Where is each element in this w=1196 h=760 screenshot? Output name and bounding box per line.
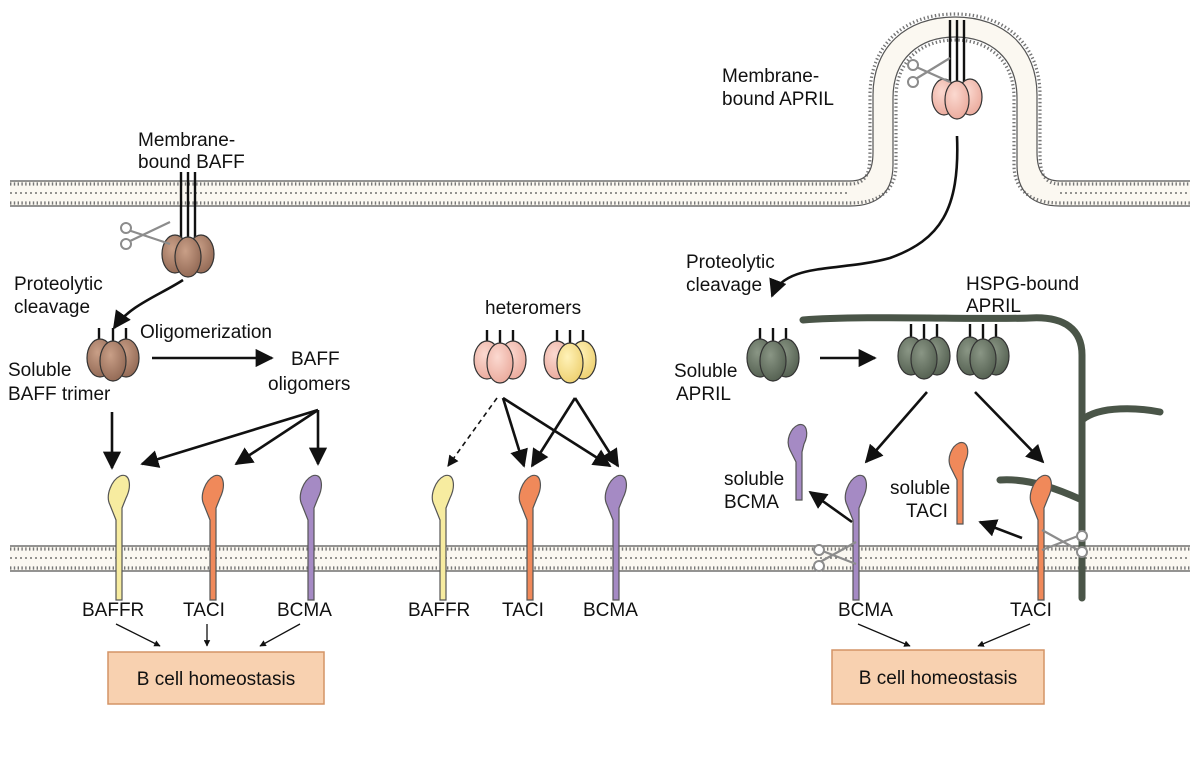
soluble-taci-fragment	[948, 441, 969, 525]
receptor-label-bcma-left: BCMA	[277, 600, 332, 621]
box-b-cell-homeostasis-right	[831, 649, 1045, 705]
label-proteolytic-left-1: Proteolytic	[14, 274, 103, 295]
label-proteolytic-right-2: cleavage	[686, 275, 762, 296]
label-oligomerization: Oligomerization	[140, 322, 272, 343]
arrow-taci-to-box-right	[977, 623, 1031, 647]
arrow-baff-cleavage	[112, 278, 184, 330]
soluble-bcma-fragment	[787, 423, 808, 501]
hspg-bound-april-trimer-1	[897, 324, 951, 380]
label-membrane-bound-baff-2: bound BAFF	[138, 152, 245, 173]
arrow-hspg-to-taci	[974, 391, 1045, 464]
bottom-membrane	[10, 545, 1190, 572]
heteromer-pink-trimer	[473, 330, 527, 384]
label-soluble-april-2: APRIL	[676, 384, 731, 405]
hspg-chain	[799, 314, 1086, 602]
top-membrane	[10, 12, 1190, 207]
scissors-icon	[1041, 529, 1088, 558]
arrow-hspg-to-bcma	[864, 391, 928, 464]
scissors-icon	[813, 541, 857, 572]
scissors-icon	[907, 57, 951, 88]
hspg-bound-april-trimer-2	[956, 324, 1010, 380]
label-heteromers: heteromers	[485, 298, 581, 319]
receptor-baffr-left	[107, 474, 130, 601]
receptor-bcma-middle	[604, 474, 627, 601]
arrow-bcma-to-box-left	[259, 623, 301, 647]
label-hspg-bound-1: HSPG-bound	[966, 274, 1079, 295]
label-soluble-bcma-1: soluble	[724, 469, 784, 490]
label-soluble-taci-2: TACI	[906, 501, 948, 522]
receptor-label-bcma-right: BCMA	[838, 600, 893, 621]
label-membrane-bound-april-1: Membrane-	[722, 66, 819, 87]
arrow-mixed-to-taci	[530, 397, 577, 468]
arrow-heteromer-to-bcma	[502, 396, 612, 468]
label-soluble-bcma-2: BCMA	[724, 492, 779, 513]
receptor-label-taci-left: TACI	[183, 600, 225, 621]
box-label-right: B cell homeostasis	[859, 668, 1017, 689]
membrane-bound-baff-trimer	[161, 172, 215, 278]
label-proteolytic-right-1: Proteolytic	[686, 252, 775, 273]
arrow-mixed-to-bcma	[573, 397, 620, 468]
box-label-left: B cell homeostasis	[137, 669, 295, 690]
label-membrane-bound-baff-1: Membrane-	[138, 130, 235, 151]
receptor-bcma-left	[299, 474, 322, 601]
label-soluble-taci-1: soluble	[890, 478, 950, 499]
label-hspg-bound-2: APRIL	[966, 296, 1021, 317]
arrow-heteromer-to-baffr	[447, 397, 498, 467]
receptor-taci-left	[201, 474, 224, 601]
heteromer-mixed-trimer	[543, 330, 597, 384]
soluble-baff-trimer	[86, 328, 140, 382]
hspg-branch-upper	[1078, 405, 1164, 424]
receptor-label-taci-middle: TACI	[502, 600, 544, 621]
arrow-oligomers-to-baffr	[140, 408, 319, 468]
arrow-oligomers-to-taci	[234, 408, 319, 466]
arrow-baffr-to-box-left	[115, 623, 161, 647]
receptor-label-taci-right: TACI	[1010, 600, 1052, 621]
arrow-taci-shedding	[978, 519, 1023, 540]
receptor-taci-right	[1029, 474, 1052, 601]
label-soluble-baff-1: Soluble	[8, 360, 71, 381]
scissors-icon	[120, 221, 171, 250]
membrane-bound-april-trimer	[931, 20, 983, 120]
arrow-bcma-shedding	[808, 490, 853, 524]
arrow-bcma-to-box-right	[857, 623, 911, 647]
arrow-heteromer-to-taci	[501, 397, 528, 468]
soluble-april-trimer	[746, 328, 800, 382]
label-membrane-bound-april-2: bound APRIL	[722, 89, 834, 110]
receptor-label-baffr-middle: BAFFR	[408, 600, 470, 621]
label-baff-oligomers-1: BAFF	[291, 349, 340, 370]
arrow-april-cleavage	[769, 135, 959, 298]
receptor-taci-middle	[518, 474, 541, 601]
box-b-cell-homeostasis-left	[107, 651, 325, 705]
label-baff-oligomers-2: oligomers	[268, 374, 350, 395]
label-proteolytic-left-2: cleavage	[14, 297, 90, 318]
receptor-label-baffr-left: BAFFR	[82, 600, 144, 621]
receptor-baffr-middle	[431, 474, 454, 601]
label-soluble-baff-2: BAFF trimer	[8, 384, 111, 405]
receptor-label-bcma-middle: BCMA	[583, 600, 638, 621]
label-soluble-april-1: Soluble	[674, 361, 737, 382]
receptor-bcma-right	[844, 474, 867, 601]
